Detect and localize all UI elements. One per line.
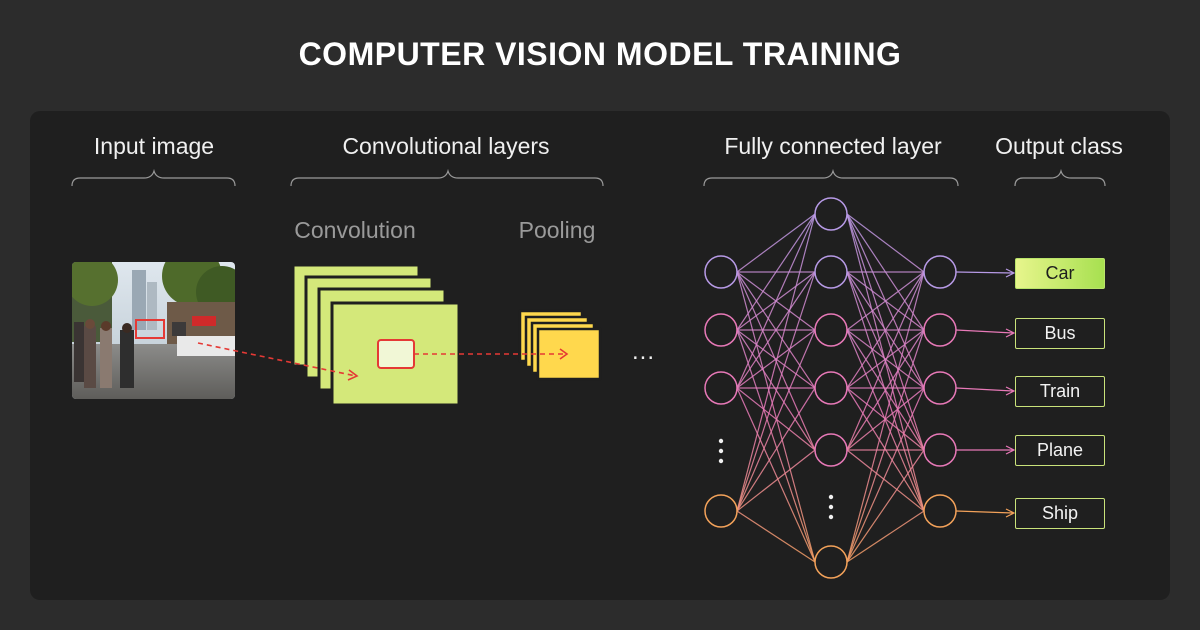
output-class-car: Car [1015, 258, 1105, 289]
edge-hidden-output [846, 329, 925, 512]
output-arrowhead [1005, 445, 1016, 455]
edge-input-hidden [736, 510, 816, 563]
layers-ellipsis: ... [632, 338, 656, 365]
brace-conv [290, 168, 604, 187]
output-node [923, 255, 957, 289]
output-node [923, 433, 957, 467]
output-class-train: Train [1015, 376, 1105, 407]
output-node [923, 494, 957, 528]
edge-hidden-output [846, 449, 925, 563]
output-arrows [955, 268, 1016, 518]
hidden-node [814, 433, 848, 467]
section-header-output: Output class [995, 133, 1123, 159]
page-title: COMPUTER VISION MODEL TRAINING [298, 36, 902, 72]
edge-hidden-output [846, 213, 925, 273]
edge-input-hidden [736, 271, 816, 389]
edge-input-hidden [736, 271, 816, 512]
output-arrowhead [1005, 328, 1016, 338]
edge-hidden-output [846, 271, 925, 389]
output-class-plane: Plane [1015, 435, 1105, 466]
edge-input-hidden [736, 387, 816, 563]
hidden-node [814, 545, 848, 579]
hidden-node [814, 255, 848, 289]
input-node [704, 313, 738, 347]
hidden-node [814, 371, 848, 405]
edge-hidden-output [846, 329, 925, 451]
hidden-node [814, 313, 848, 347]
network-edges [736, 213, 925, 563]
output-arrow-line [955, 271, 1014, 274]
output-class-bus: Bus [1015, 318, 1105, 349]
edge-input-hidden [736, 213, 816, 389]
section-braces [71, 168, 1106, 187]
edge-hidden-output [846, 271, 925, 563]
vertical-ellipsis-hidden [828, 494, 834, 520]
output-arrow-line [955, 510, 1014, 514]
pooling-label: Pooling [518, 217, 596, 243]
input-node [704, 494, 738, 528]
input-image [72, 262, 235, 399]
brace-input [71, 168, 236, 187]
input-node [704, 371, 738, 405]
brace-output [1014, 168, 1106, 187]
section-header-fc: Fully connected layer [724, 133, 942, 159]
vertical-ellipsis-input [718, 438, 724, 464]
brace-fc [703, 168, 959, 187]
flow-arrows [197, 342, 569, 381]
edge-input-hidden [736, 449, 816, 512]
edge-hidden-output [846, 510, 925, 563]
arrowhead-conv-to-pool [559, 348, 569, 360]
output-arrowhead [1005, 268, 1016, 278]
edge-hidden-output [846, 449, 925, 512]
network-nodes [704, 197, 957, 579]
input-node [704, 255, 738, 289]
output-node [923, 313, 957, 347]
output-node [923, 371, 957, 405]
output-arrow-line [955, 329, 1014, 334]
edge-input-hidden [736, 387, 816, 512]
kernel-window [377, 339, 415, 369]
pooling-stack [518, 309, 602, 381]
section-header-input: Input image [93, 133, 215, 159]
edge-input-hidden [736, 213, 816, 512]
edge-input-hidden [736, 213, 816, 331]
edge-hidden-output [846, 387, 925, 563]
output-arrow-line [955, 387, 1014, 392]
edge-hidden-output [846, 329, 925, 389]
edge-hidden-output [846, 213, 925, 451]
output-arrowhead [1005, 386, 1016, 396]
convolution-stack [291, 263, 461, 407]
edge-hidden-output [846, 271, 925, 331]
output-class-ship: Ship [1015, 498, 1105, 529]
edge-input-hidden [736, 213, 816, 273]
convolution-label: Convolution [294, 217, 416, 243]
edge-input-hidden [736, 329, 816, 512]
section-header-conv: Convolutional layers [342, 133, 550, 159]
output-arrowhead [1005, 508, 1016, 518]
edge-input-hidden [736, 329, 816, 389]
edge-hidden-output [846, 271, 925, 451]
edge-hidden-output [846, 329, 925, 563]
edge-hidden-output [846, 271, 925, 512]
hidden-node [814, 197, 848, 231]
arrowhead-input-to-conv [347, 369, 359, 381]
